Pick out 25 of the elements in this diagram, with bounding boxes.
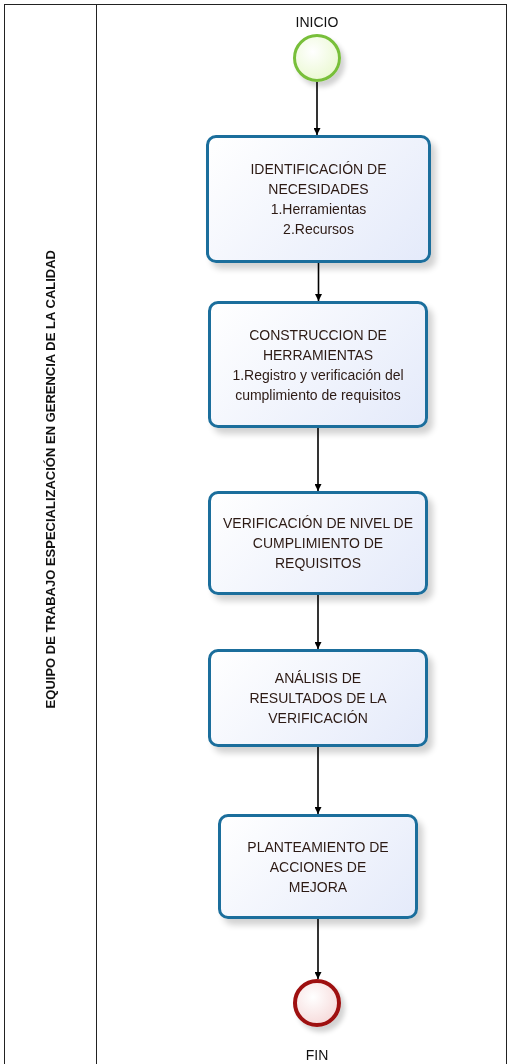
end-event-circle — [293, 979, 341, 1027]
task-box — [218, 814, 418, 919]
task-box — [206, 135, 431, 263]
task-box — [208, 301, 428, 428]
event-label: FIN — [305, 1047, 329, 1063]
start-event-circle — [293, 34, 341, 82]
lane-title: EQUIPO DE TRABAJO ESPECIALIZACIÓN EN GERENCIA DE LA CALIDAD — [43, 249, 58, 709]
arrow — [314, 427, 322, 492]
task-box — [208, 491, 428, 595]
task-text: 1.Herramientas — [270, 200, 367, 219]
arrow — [314, 918, 322, 980]
task-box — [208, 649, 428, 747]
task-text: 2.Recursos — [283, 220, 354, 239]
arrow — [314, 594, 322, 650]
task-text: ANÁLISIS DE RESULTADOS DE LA VERIFICACIÓN — [248, 669, 388, 728]
task-text: VERIFICACIÓN DE NIVEL DE CUMPLIMIENTO DE REQUISITOS — [221, 514, 415, 573]
swimlane-pool — [4, 4, 507, 1064]
task-text: 1.Registro y verificación del cumplimiento de requisitos — [231, 365, 405, 405]
arrow — [314, 746, 322, 815]
task-text: IDENTIFICACIÓN DE NECESIDADES — [249, 160, 388, 199]
task-text: CONSTRUCCION DE HERRAMIENTAS — [248, 325, 388, 365]
event-label: INICIO — [295, 14, 339, 30]
arrow — [315, 262, 322, 302]
task-text: PLANTEAMIENTO DE ACCIONES DE MEJORA — [247, 837, 389, 897]
arrow — [313, 81, 321, 136]
